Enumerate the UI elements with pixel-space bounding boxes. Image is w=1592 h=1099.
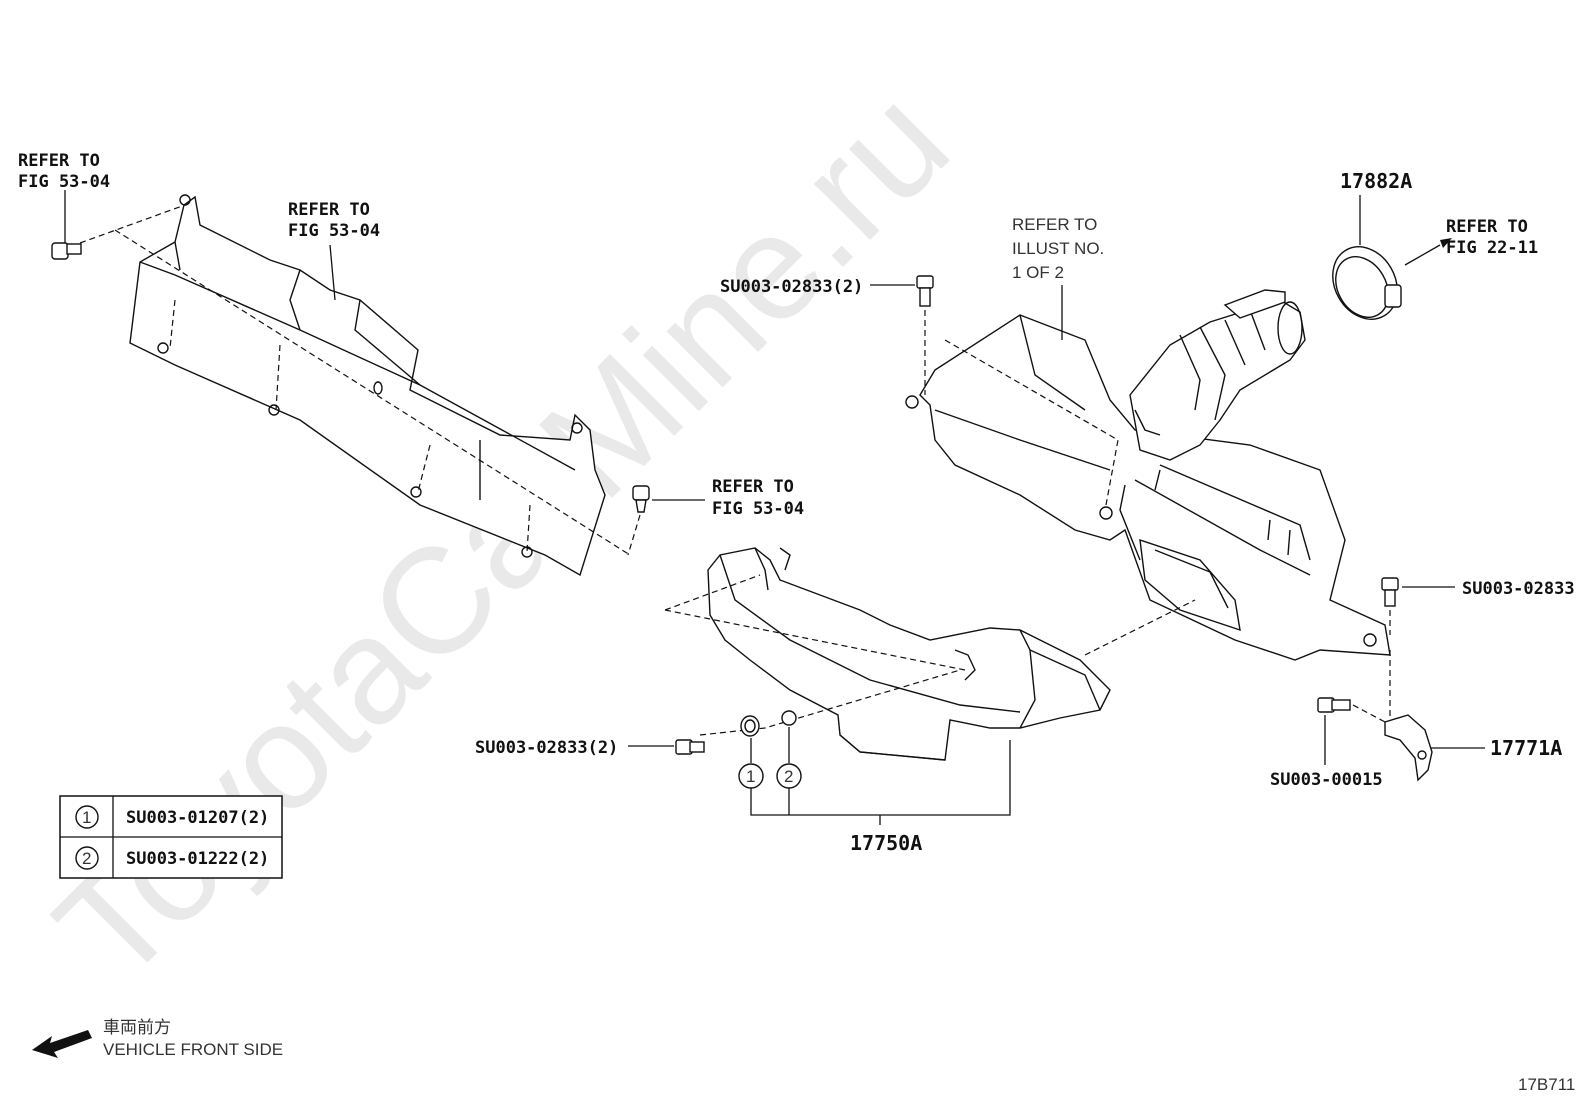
case-bolt-right[interactable]	[1381, 577, 1399, 607]
legend-table: 1 SU003-01207(2) 2 SU003-01222(2)	[59, 795, 283, 879]
shield-bolt-left[interactable]	[51, 242, 82, 260]
intake-duct[interactable]	[707, 547, 1111, 761]
callout-fig22-line1: REFER TO	[1446, 217, 1528, 237]
part-number-clamp: 17882A	[1340, 169, 1412, 193]
marker-label-2: 2	[784, 767, 793, 786]
shield-clip[interactable]	[632, 485, 650, 513]
heat-shield-panel[interactable]	[79, 194, 631, 577]
hose-clamp[interactable]	[1320, 235, 1410, 331]
marker-label-1: 1	[746, 767, 755, 786]
case-bracket[interactable]	[1384, 714, 1433, 782]
legend-marker-1: 1	[82, 808, 91, 827]
bracket-bolt[interactable]	[1317, 697, 1351, 713]
callout-shield-left-line2: FIG 53-04	[18, 172, 110, 192]
part-number-bolt-top: SU003-02833(2)	[720, 277, 863, 297]
callout-illust-line1: REFER TO	[1012, 215, 1097, 234]
case-bolt-top[interactable]	[916, 275, 934, 307]
callout-clip-line2: FIG 53-04	[712, 499, 804, 519]
direction-english: VEHICLE FRONT SIDE	[103, 1040, 283, 1059]
legend-marker-2: 2	[82, 849, 91, 868]
legend-part-1: SU003-01207(2)	[126, 808, 269, 828]
callout-shield-top-line2: FIG 53-04	[288, 221, 380, 241]
vehicle-front-arrow	[32, 1030, 92, 1058]
part-number-bracket: 17771A	[1490, 736, 1562, 760]
callout-fig22-line2: FIG 22-11	[1446, 238, 1538, 258]
legend-part-2: SU003-01222(2)	[126, 849, 269, 869]
direction-japanese: 車両前方	[103, 1018, 171, 1037]
grommet-1[interactable]	[740, 715, 760, 737]
callout-shield-left-line1: REFER TO	[18, 151, 100, 171]
part-number-bolt-right: SU003-02833	[1462, 579, 1575, 599]
grommet-2[interactable]	[781, 710, 797, 726]
duct-bolt[interactable]	[675, 739, 705, 755]
callout-illust-line2: ILLUST NO.	[1012, 239, 1104, 258]
intake-hose[interactable]	[1129, 289, 1306, 461]
air-cleaner-case[interactable]	[905, 314, 1391, 661]
callout-shield-top-line1: REFER TO	[288, 200, 370, 220]
callout-illust-line3: 1 OF 2	[1012, 263, 1064, 282]
part-number-duct-bolt: SU003-02833(2)	[475, 738, 618, 758]
part-number-bracket-bolt: SU003-00015	[1270, 770, 1383, 790]
callout-clip-line1: REFER TO	[712, 477, 794, 497]
figure-code: 17B711	[1518, 1075, 1575, 1094]
part-number-intake-duct: 17750A	[850, 831, 922, 855]
